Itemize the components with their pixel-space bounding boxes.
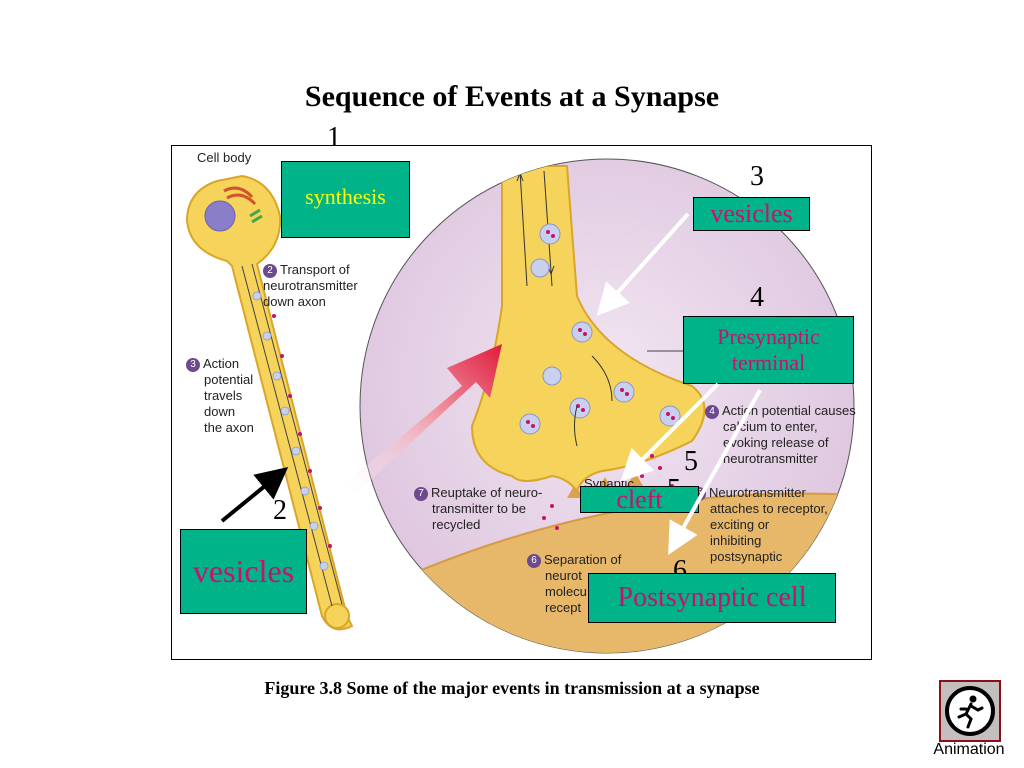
cell-body-label: Cell body <box>197 150 252 165</box>
step-badge-6: 6 <box>527 554 541 568</box>
slide-title: Sequence of Events at a Synapse <box>304 80 720 113</box>
step-number-2: 2 <box>273 495 287 526</box>
synthesis-box: synthesis <box>281 161 410 238</box>
presynaptic-line-2: terminal <box>731 350 806 375</box>
presynaptic-line-1: Presynaptic <box>717 324 820 349</box>
animation-button[interactable] <box>939 680 1001 742</box>
presynaptic-terminal-box: Presynaptic terminal <box>683 316 854 384</box>
vesicles-bottom-box: vesicles <box>180 529 307 614</box>
step-number-3: 3 <box>750 161 764 192</box>
figure-caption: Figure 3.8 Some of the major events in t… <box>264 678 760 698</box>
neuron-cell <box>185 174 354 631</box>
animation-label[interactable]: Animation <box>933 741 1005 758</box>
step-number-5a: 5 <box>684 446 698 477</box>
step-badge-7: 7 <box>414 487 428 501</box>
step-badge-3: 3 <box>186 358 200 372</box>
step-number-4: 4 <box>750 282 764 313</box>
postsynaptic-cell-box: Postsynaptic cell <box>588 573 836 623</box>
cleft-box: cleft <box>580 485 699 514</box>
running-man-icon <box>945 686 995 736</box>
step-badge-4: 4 <box>705 405 719 419</box>
vesicles-top-box: vesicles <box>693 197 810 231</box>
step-badge-2: 2 <box>263 264 277 278</box>
magnify-arrow <box>342 344 502 494</box>
